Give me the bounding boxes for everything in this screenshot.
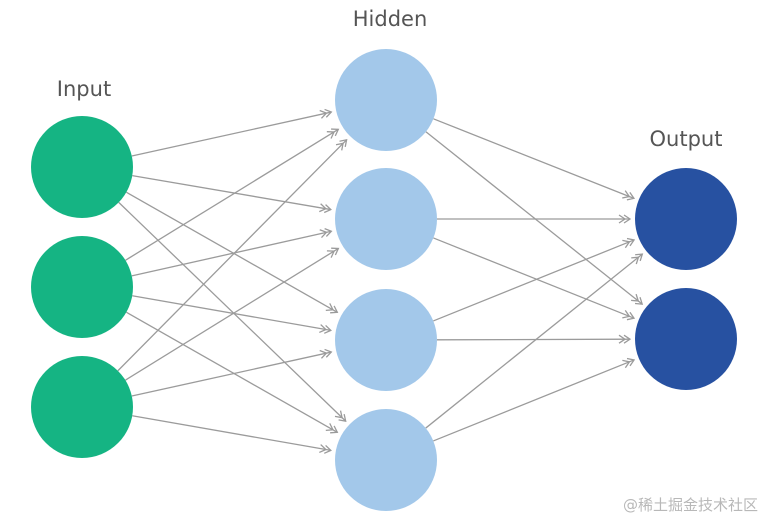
arrowhead-icon <box>634 297 644 305</box>
edge-hidden-1-output-1 <box>433 118 636 201</box>
arrowhead-icon <box>622 190 631 199</box>
connection-line <box>125 247 339 381</box>
arrowhead-icon <box>319 349 328 359</box>
connection-line <box>132 174 331 211</box>
arrowhead-icon <box>626 237 636 247</box>
edge-input-2-hidden-1 <box>125 128 340 261</box>
hidden-node-4 <box>335 409 437 511</box>
edge-input-1-hidden-4 <box>118 201 347 422</box>
edge-input-1-hidden-3 <box>126 191 339 314</box>
connection-line <box>132 415 331 452</box>
edge-hidden-3-output-1 <box>433 237 636 322</box>
connection-line <box>425 131 643 305</box>
connection-line <box>131 111 332 157</box>
arrowhead-icon <box>331 128 340 137</box>
arrowhead-icon <box>622 359 631 369</box>
edge-input-3-hidden-1 <box>117 138 348 372</box>
connection-line <box>425 253 643 429</box>
connection-line <box>126 311 338 433</box>
arrowhead-icon <box>338 413 347 422</box>
arrowhead-icon <box>324 108 333 118</box>
arrowhead-icon <box>635 253 644 262</box>
output-layer-label: Output <box>650 127 723 151</box>
edge-input-3-hidden-2 <box>125 247 340 381</box>
arrowhead-icon <box>334 410 343 419</box>
edge-hidden-2-output-2 <box>433 237 636 321</box>
edge-input-1-hidden-1 <box>131 108 333 157</box>
edge-hidden-3-output-2 <box>436 334 632 344</box>
edge-hidden-1-output-2 <box>425 131 644 305</box>
arrowhead-icon <box>323 324 332 334</box>
arrowhead-icon <box>339 138 348 147</box>
connection-line <box>433 359 635 442</box>
arrowhead-icon <box>330 305 339 314</box>
arrowhead-icon <box>331 247 340 256</box>
arrowhead-icon <box>324 228 333 237</box>
connection-line <box>117 139 348 372</box>
edge-input-1-hidden-2 <box>132 174 332 214</box>
arrowhead-icon <box>326 250 336 258</box>
input-node-1 <box>31 116 133 218</box>
input-node-2 <box>31 236 133 338</box>
input-node-3 <box>31 356 133 458</box>
arrowhead-icon <box>330 425 339 434</box>
arrowhead-icon <box>319 229 328 238</box>
hidden-node-2 <box>335 168 437 270</box>
arrowhead-icon <box>319 109 328 119</box>
arrowhead-icon <box>631 293 640 302</box>
arrowhead-icon <box>335 142 344 151</box>
arrowhead-icon <box>319 203 328 213</box>
edge-hidden-2-output-1 <box>437 214 632 224</box>
connections <box>117 108 644 454</box>
connection-line <box>131 351 332 397</box>
edge-input-2-hidden-3 <box>132 295 332 334</box>
arrowhead-icon <box>323 444 332 454</box>
hidden-node-3 <box>335 289 437 391</box>
output-node-2 <box>635 288 737 390</box>
arrowhead-icon <box>623 214 632 224</box>
arrowhead-icon <box>325 303 335 311</box>
arrowhead-icon <box>626 357 636 367</box>
watermark: @稀土掘金技术社区 <box>623 496 758 514</box>
connection-line <box>433 239 635 322</box>
arrowhead-icon <box>618 214 627 224</box>
edge-input-3-hidden-4 <box>132 415 332 454</box>
connection-line <box>131 230 332 277</box>
arrowhead-icon <box>626 311 636 321</box>
edge-input-2-hidden-2 <box>131 228 333 277</box>
connection-line <box>126 191 338 313</box>
arrowhead-icon <box>325 423 335 431</box>
connection-line <box>436 338 631 341</box>
arrowhead-icon <box>324 348 333 358</box>
hidden-layer-label: Hidden <box>353 7 428 31</box>
nodes <box>31 49 737 511</box>
connection-line <box>125 128 339 261</box>
arrowhead-icon <box>631 256 640 265</box>
connection-line <box>132 295 331 332</box>
edge-input-3-hidden-3 <box>131 348 333 397</box>
connection-line <box>433 118 635 199</box>
arrowhead-icon <box>319 444 328 454</box>
arrowhead-icon <box>623 334 632 344</box>
hidden-node-1 <box>335 49 437 151</box>
edge-input-2-hidden-4 <box>126 311 339 434</box>
edge-hidden-4-output-2 <box>433 357 636 442</box>
edge-hidden-4-output-1 <box>425 253 644 429</box>
connection-line <box>433 237 635 319</box>
arrowhead-icon <box>622 310 631 319</box>
arrowhead-icon <box>618 334 627 344</box>
arrowhead-icon <box>323 204 332 214</box>
output-node-1 <box>635 168 737 270</box>
arrowhead-icon <box>326 131 336 139</box>
input-layer-label: Input <box>57 77 111 101</box>
arrowhead-icon <box>626 192 636 201</box>
arrowhead-icon <box>319 324 328 334</box>
connection-line <box>118 201 347 422</box>
arrowhead-icon <box>622 239 631 249</box>
